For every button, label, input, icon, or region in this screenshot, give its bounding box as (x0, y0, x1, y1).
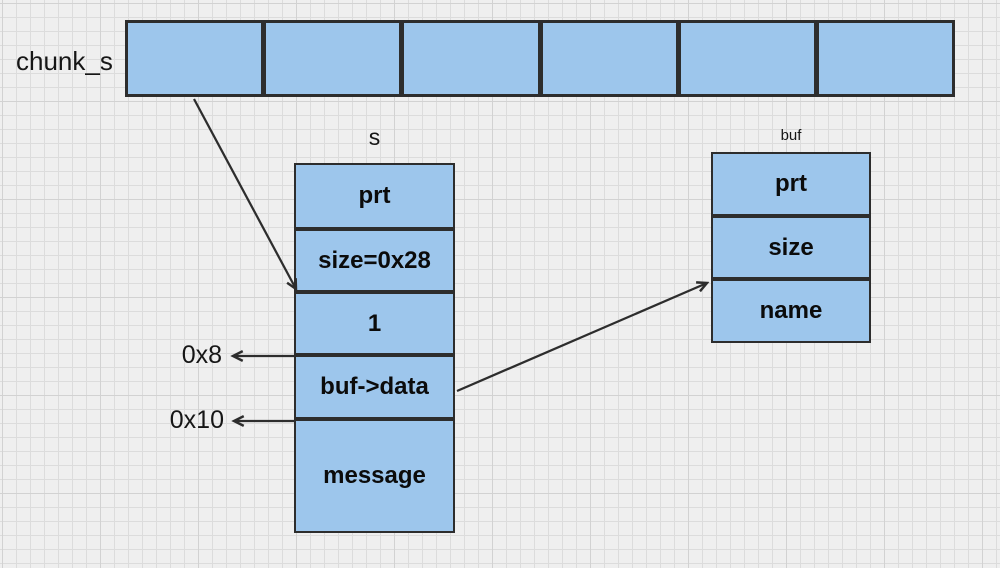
chunk-cell (539, 20, 679, 97)
arrow-chunk-to-struct-s (193, 98, 296, 289)
chunk-cell (401, 20, 541, 97)
arrow-bufdata-to-buf (456, 283, 707, 393)
chunk-array (125, 20, 956, 97)
offset-label-0x8: 0x8 (181, 341, 222, 369)
struct-s-label: s (368, 124, 381, 150)
offset-label-0x10: 0x10 (169, 406, 224, 434)
chunk-cell (815, 20, 956, 97)
struct-buf-field-name: name (711, 279, 871, 343)
struct-s-field-size: size=0x28 (294, 229, 455, 292)
chunk-array-label: chunk_s (16, 46, 113, 76)
struct-s-field-message: message (294, 419, 455, 533)
struct-s-field-1: 1 (294, 292, 455, 355)
struct-s: prt size=0x28 1 buf->data message (294, 163, 455, 533)
struct-s-field-prt: prt (294, 163, 455, 229)
struct-s-field-bufdata: buf->data (294, 355, 455, 419)
struct-buf-label: buf (780, 127, 802, 144)
struct-buf-field-size: size (711, 216, 871, 279)
chunk-cell (677, 20, 817, 97)
chunk-cell (125, 20, 265, 97)
chunk-cell (263, 20, 403, 97)
struct-buf-field-prt: prt (711, 152, 871, 216)
struct-buf: prt size name (711, 152, 871, 343)
